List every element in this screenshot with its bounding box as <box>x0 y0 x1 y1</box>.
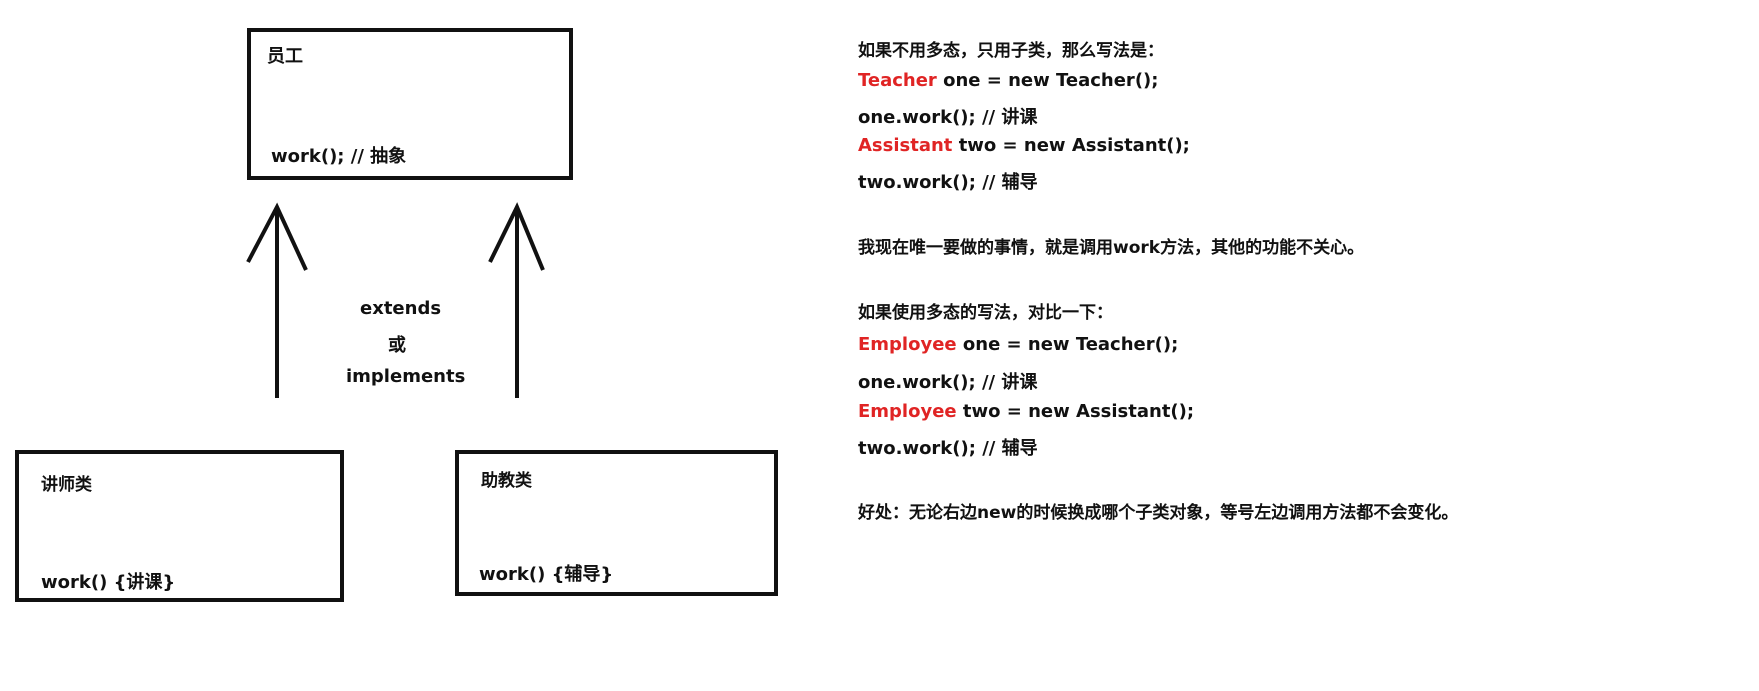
assistant-class-method: work() {辅导} <box>479 564 614 585</box>
code-line: one.work(); // 讲课 <box>858 107 1038 128</box>
code-line: Employee two = new Assistant(); <box>858 401 1195 422</box>
code-line: one.work(); // 讲课 <box>858 372 1038 393</box>
relation-implements: implements <box>346 366 466 387</box>
code-line: Teacher one = new Teacher(); <box>858 70 1159 91</box>
code-line: two.work(); // 辅导 <box>858 438 1038 459</box>
relation-extends: extends <box>360 298 442 319</box>
notes-benefit: 好处：无论右边new的时候换成哪个子类对象，等号左边调用方法都不会变化。 <box>858 503 1459 523</box>
parent-class-box: 员工 work(); // 抽象 <box>247 28 573 180</box>
arrow-left-to-parent <box>246 202 308 398</box>
code-line: Employee one = new Teacher(); <box>858 334 1179 355</box>
assistant-class-box: 助教类 work() {辅导} <box>455 450 778 596</box>
relation-or: 或 <box>388 335 406 356</box>
code-line: two.work(); // 辅导 <box>858 172 1038 193</box>
assistant-class-title: 助教类 <box>481 471 532 491</box>
notes-purpose: 我现在唯一要做的事情，就是调用work方法，其他的功能不关心。 <box>858 238 1365 258</box>
teacher-class-title: 讲师类 <box>41 475 92 495</box>
teacher-class-method: work() {讲课} <box>41 572 176 593</box>
parent-class-title: 员工 <box>267 46 303 67</box>
parent-class-method: work(); // 抽象 <box>271 146 407 167</box>
notes-intro: 如果不用多态，只用子类，那么写法是： <box>858 41 1164 61</box>
code-line: Assistant two = new Assistant(); <box>858 135 1190 156</box>
teacher-class-box: 讲师类 work() {讲课} <box>15 450 344 602</box>
notes-compare: 如果使用多态的写法，对比一下： <box>858 303 1113 323</box>
arrow-right-to-parent <box>488 202 545 398</box>
